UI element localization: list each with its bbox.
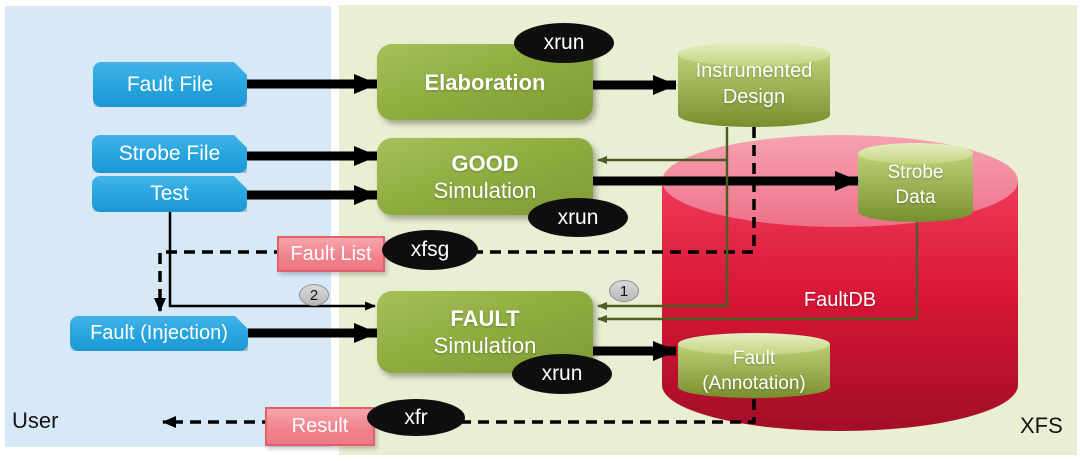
test-label: Test — [150, 182, 189, 205]
fault-injection-label: Fault (Injection) — [90, 322, 228, 344]
instrumented-design-label: Instrumented Design — [695, 60, 813, 108]
step-2-badge: 2 — [299, 284, 329, 306]
step-1-badge: 1 — [609, 280, 639, 302]
fault-file-label: Fault File — [126, 72, 214, 96]
fault-annotation-cylinder — [678, 333, 830, 398]
fault-file-box: Fault File — [93, 62, 247, 107]
faultdb-label: FaultDB — [803, 289, 877, 311]
fault-list-box: Fault List — [277, 236, 385, 272]
strobe-file-box: Strobe File — [92, 135, 247, 173]
fault-simulation-subtitle: Simulation — [433, 333, 537, 358]
test-box: Test — [92, 176, 247, 212]
xrun-badge-elaboration: xrun — [514, 23, 614, 63]
xfs-region-label: XFS — [1020, 413, 1063, 438]
fault-annotation-label: Fault (Annotation) — [702, 348, 806, 394]
elaboration-label: Elaboration — [424, 69, 546, 95]
strobe-file-label: Strobe File — [118, 142, 221, 165]
fault-list-label: Fault List — [290, 242, 372, 265]
xfsg-badge: xfsg — [382, 230, 478, 270]
fault-simulation-title: FAULT — [450, 306, 520, 331]
line-instrumented-to-fault-step1 — [597, 127, 729, 310]
user-region-label: User — [12, 408, 59, 433]
xrun-badge-good: xrun — [528, 198, 628, 237]
result-box: Result — [265, 407, 375, 446]
xrun-badge-fault: xrun — [512, 354, 612, 394]
strobe-data-label: Strobe Data — [887, 162, 944, 208]
instrumented-design-cylinder — [678, 42, 830, 127]
xfr-badge: xfr — [367, 399, 465, 436]
good-simulation-title: GOOD — [451, 150, 519, 176]
good-simulation-subtitle: Simulation — [433, 177, 537, 203]
line-strobedata-to-fault — [597, 222, 919, 323]
arrow-test-to-fault-step2 — [168, 212, 376, 311]
result-label: Result — [291, 415, 349, 437]
fault-simulation-process-box: FAULT Simulation — [377, 291, 593, 373]
fault-injection-box: Fault (Injection) — [70, 316, 248, 351]
strobe-data-cylinder — [858, 143, 973, 222]
